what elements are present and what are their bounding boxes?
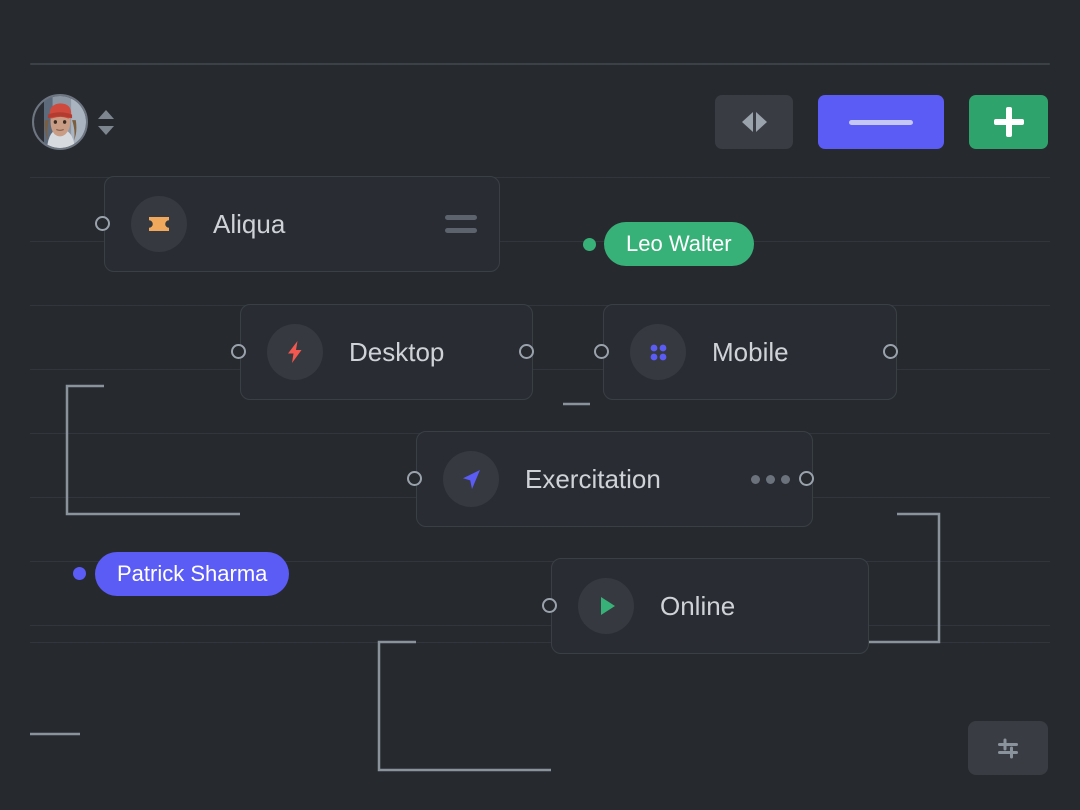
port-mobile-left[interactable] bbox=[593, 344, 609, 359]
node-icon-mobile bbox=[630, 324, 686, 380]
node-menu-button[interactable] bbox=[445, 215, 477, 233]
port-aliqua-left[interactable] bbox=[94, 216, 110, 231]
pill-dot-patrick-sharma[interactable] bbox=[73, 567, 86, 580]
node-aliqua[interactable]: Aliqua bbox=[104, 176, 500, 272]
pill-leo-walter[interactable]: Leo Walter bbox=[604, 222, 754, 266]
user-avatar[interactable] bbox=[32, 94, 88, 150]
node-label-desktop: Desktop bbox=[349, 336, 445, 367]
grid-line-0 bbox=[30, 177, 1050, 178]
plus-icon bbox=[993, 107, 1024, 137]
grid-line-6 bbox=[30, 561, 1050, 562]
minimize-button[interactable] bbox=[818, 95, 944, 149]
lightning-bolt-icon bbox=[288, 341, 302, 363]
more-dots-icon bbox=[751, 474, 790, 484]
connector-layer bbox=[30, 384, 941, 772]
pill-patrick-sharma[interactable]: Patrick Sharma bbox=[95, 552, 290, 596]
node-exercitation[interactable]: Exercitation bbox=[416, 431, 813, 527]
node-icon-desktop bbox=[267, 324, 323, 380]
node-desktop[interactable]: Desktop bbox=[240, 304, 533, 400]
toolbar-left bbox=[32, 94, 114, 150]
wire-aliqua-to-desktop bbox=[65, 384, 240, 516]
port-desktop-right[interactable] bbox=[518, 344, 534, 359]
node-more-button[interactable] bbox=[751, 474, 790, 484]
grid-line-7 bbox=[30, 625, 1050, 626]
add-node-button[interactable] bbox=[969, 95, 1048, 149]
node-label-online: Online bbox=[660, 590, 736, 621]
resize-horizontal-button[interactable] bbox=[715, 95, 793, 149]
grid-dots-icon bbox=[650, 344, 667, 361]
stepper-up-icon[interactable] bbox=[98, 109, 114, 119]
hamburger-icon bbox=[445, 215, 477, 233]
node-label-mobile: Mobile bbox=[712, 336, 789, 367]
pill-dot-leo-walter[interactable] bbox=[583, 238, 596, 251]
node-label-aliqua: Aliqua bbox=[213, 208, 286, 239]
grid-line-3 bbox=[30, 369, 1050, 370]
node-mobile[interactable]: Mobile bbox=[603, 304, 897, 400]
play-icon bbox=[601, 597, 615, 615]
grid-line-8 bbox=[30, 642, 1050, 643]
filter-sliders-button[interactable] bbox=[968, 721, 1048, 775]
wire-mobile-to-exercitation bbox=[815, 512, 941, 644]
sliders-icon bbox=[998, 738, 1018, 759]
ticket-icon bbox=[149, 217, 169, 231]
stepper-down-icon[interactable] bbox=[98, 125, 114, 135]
node-icon-exercitation bbox=[443, 451, 499, 507]
node-icon-online bbox=[578, 578, 634, 634]
node-icon-aliqua bbox=[131, 196, 187, 252]
grid-line-2 bbox=[30, 305, 1050, 306]
header-divider bbox=[30, 63, 1050, 65]
port-mobile-right[interactable] bbox=[882, 344, 898, 359]
minus-bar-icon bbox=[849, 119, 913, 125]
navigation-arrow-icon bbox=[463, 470, 480, 489]
wire-exercitation-to-online bbox=[377, 640, 551, 772]
port-desktop-left[interactable] bbox=[230, 344, 246, 359]
port-online-left[interactable] bbox=[541, 598, 557, 613]
avatar-image bbox=[34, 96, 86, 148]
toolbar-right bbox=[715, 95, 1048, 149]
arrows-left-right-icon bbox=[741, 112, 767, 132]
port-exercitation-left[interactable] bbox=[406, 471, 422, 486]
node-online[interactable]: Online bbox=[551, 558, 869, 654]
port-exercitation-right[interactable] bbox=[798, 471, 814, 486]
node-label-exercitation: Exercitation bbox=[525, 463, 661, 494]
zoom-stepper[interactable] bbox=[98, 94, 114, 150]
grid-line-1 bbox=[30, 241, 1050, 242]
